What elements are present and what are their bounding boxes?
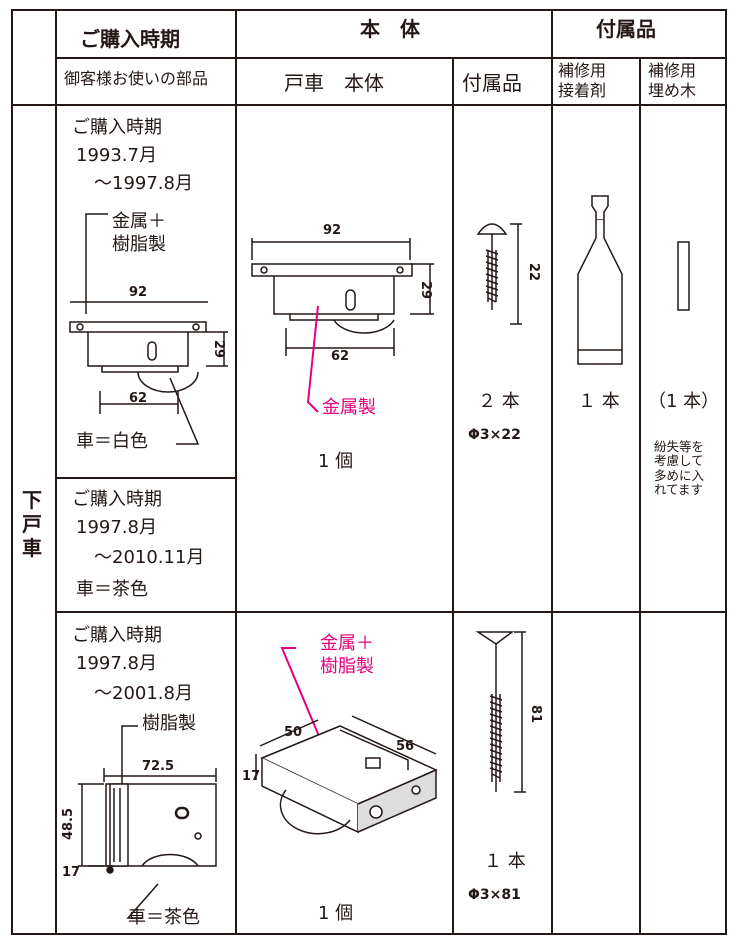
header-included: 付属品 <box>462 71 522 95</box>
row3-small-dim-depth: 17 <box>62 865 80 880</box>
header-filler-line2: 埋め木 <box>648 81 697 100</box>
row3-period-to: ～2001.8月 <box>94 683 193 704</box>
row3-screw-qty: １ 本 <box>484 851 526 872</box>
row3-body-dim-1: 50 <box>284 725 302 740</box>
filler-note: 紛失等を 考慮して 多めに入 れてます <box>654 439 705 498</box>
row3-body-qty: 1 個 <box>318 903 354 924</box>
row1-small-dim-height: 29 <box>211 340 226 358</box>
row1-body-dim-height: 29 <box>418 281 433 299</box>
row3-small-dim-height: 48.5 <box>61 808 76 840</box>
row1-small-dim-width: 92 <box>129 285 147 300</box>
row1-period-to: ～1997.8月 <box>94 173 193 194</box>
row3-material: 樹脂製 <box>142 713 196 734</box>
header-purchase-period: ご購入時期 <box>80 27 180 51</box>
row1-material: 金属＋ 樹脂製 <box>112 211 166 256</box>
row1-body-qty: 1 個 <box>318 451 354 472</box>
row2-period-title: ご購入時期 <box>72 489 162 510</box>
row3-period-title: ご購入時期 <box>72 625 162 646</box>
row2-wheel-color: 車＝茶色 <box>76 579 148 600</box>
row3-small-roller-drawing: 72.5 48.5 17 <box>61 725 217 919</box>
row1-body-dim-base: 62 <box>331 349 349 364</box>
row3-wheel-color: 車＝茶色 <box>128 907 200 928</box>
row3-screw-len: 81 <box>528 705 542 723</box>
row1-small-dim-base: 62 <box>129 391 147 406</box>
row1-screw-qty: ２ 本 <box>478 391 520 412</box>
row1-period-from: 1993.7月 <box>76 145 157 166</box>
header-adhesive-line1: 補修用 <box>558 61 607 80</box>
header-customer-part: 御客様お使いの部品 <box>64 69 209 88</box>
row-label-lower-roller: 下 戸 車 <box>22 488 42 560</box>
row3-body-drawing: 50 56 17 <box>242 647 438 835</box>
row1-wheel-color: 車＝白色 <box>76 431 148 452</box>
header-adhesive-line2: 接着剤 <box>558 81 607 100</box>
row1-body-dim-width: 92 <box>323 223 341 238</box>
row3-body-dim-3: 17 <box>242 769 260 784</box>
row3-small-dim-width: 72.5 <box>142 759 174 774</box>
row3-body-material: 金属＋ 樹脂製 <box>320 633 374 678</box>
row3-body-dim-2: 56 <box>396 739 414 754</box>
row1-period-title: ご購入時期 <box>72 117 162 138</box>
row1-screw-size: Φ3×22 <box>468 427 521 443</box>
row1-body-material: 金属製 <box>322 397 376 418</box>
row2-period-from: 1997.8月 <box>76 517 157 538</box>
header-filler-line1: 補修用 <box>648 61 697 80</box>
row3-screw-size: Φ3×81 <box>468 887 521 903</box>
header-accessories: 付属品 <box>596 17 656 41</box>
row3-period-from: 1997.8月 <box>76 653 157 674</box>
row1-small-roller-drawing: 92 62 29 <box>69 213 228 445</box>
row1-screw-len: 22 <box>526 263 540 281</box>
header-body: 本 体 <box>360 17 420 41</box>
adhesive-tube-drawing <box>577 195 623 365</box>
header-door-roller-body: 戸車 本体 <box>284 71 384 95</box>
row3-screw-drawing: 81 <box>475 631 542 793</box>
adhesive-qty: １ 本 <box>578 391 620 412</box>
row2-period-to: ～2010.11月 <box>94 547 205 568</box>
filler-stick-drawing <box>677 241 690 311</box>
filler-qty: （1 本） <box>648 391 720 412</box>
row1-screw-drawing: 22 <box>476 223 540 325</box>
row1-body-drawing: 92 62 29 <box>251 223 434 413</box>
